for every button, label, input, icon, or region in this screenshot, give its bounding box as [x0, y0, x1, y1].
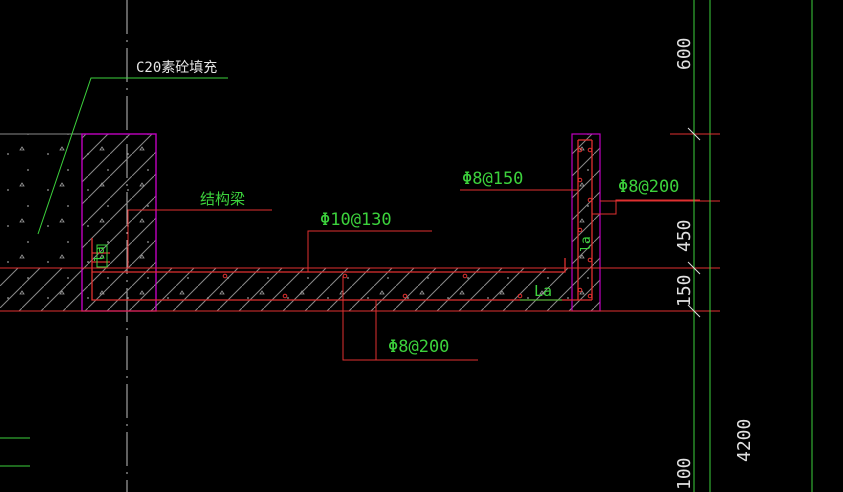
leader-top-bar: Φ10@130 [307, 210, 432, 272]
dim-600: 600 [674, 37, 695, 70]
leader-fill-note: C20素砼填充 [37, 60, 228, 235]
rebar-dots [222, 147, 593, 299]
dim-100: 100 [674, 457, 695, 490]
leader-wall-bar: Φ8@150 [460, 169, 579, 197]
structural-beam [81, 133, 157, 312]
rebar-lines [91, 139, 593, 301]
bottom-slab [156, 267, 600, 312]
dim-450: 450 [674, 219, 695, 252]
leader-wall-dist: Φ8@200 [592, 177, 700, 215]
dim-150: 150 [674, 274, 695, 307]
wall-bar-label: Φ8@150 [462, 169, 523, 189]
anchor-bottom-label: La [534, 282, 552, 300]
bottom-bar-label: Φ8@200 [388, 337, 449, 357]
leader-beam-note: 结构梁 [127, 190, 272, 268]
right-wall [571, 133, 601, 312]
anchorage-marks: La la la [93, 236, 594, 301]
wall-dist-label: Φ8@200 [618, 177, 679, 197]
anchor-right-label: la [579, 236, 594, 252]
dimension-lines [0, 0, 813, 492]
fill-note-label: C20素砼填充 [136, 60, 217, 76]
anchor-left-label: la [93, 246, 108, 262]
leader-bottom-bar: Φ8@200 [342, 276, 478, 361]
dim-4200: 4200 [734, 419, 755, 462]
beam-note-label: 结构梁 [200, 190, 245, 208]
plain-concrete-fill [0, 133, 82, 312]
top-bar-label: Φ10@130 [320, 210, 392, 230]
dimension-texts: 600 450 150 100 4200 [674, 37, 755, 490]
